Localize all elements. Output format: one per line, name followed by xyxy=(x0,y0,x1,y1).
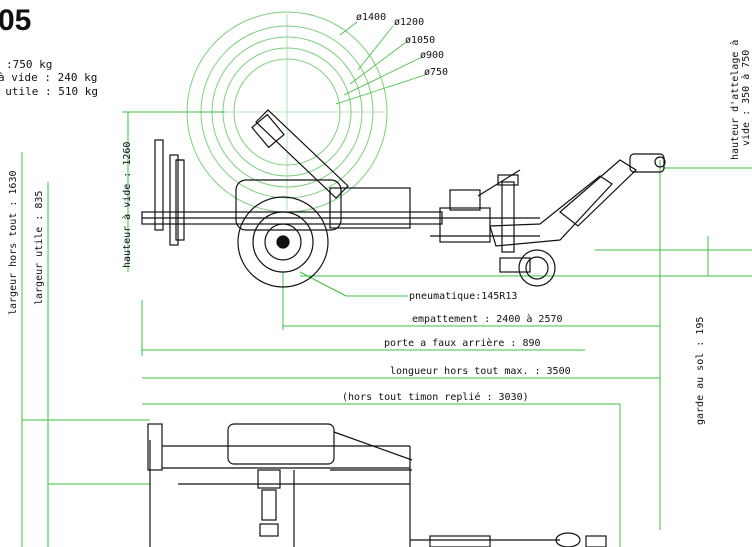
hitch-height-label-line2: vide : 350 à 750 xyxy=(741,49,752,146)
trailer-top-view xyxy=(147,423,607,547)
diameter-1200: ø1200 xyxy=(394,17,425,28)
rear-post xyxy=(154,139,164,231)
overall-width-label: largeur hors tout : 1630 xyxy=(8,170,19,316)
main-wheel xyxy=(237,196,329,288)
reel-body-top xyxy=(227,423,335,465)
weight-empty: à vide : 240 kg xyxy=(0,71,98,84)
diameter-1400: ø1400 xyxy=(356,12,387,23)
diameter-900: ø900 xyxy=(420,50,445,61)
dimension-lines xyxy=(21,111,752,547)
hitch-head xyxy=(629,153,665,173)
diameter-1050: ø1050 xyxy=(405,35,436,46)
jockey-wheel xyxy=(518,249,556,287)
hitch-ball xyxy=(654,156,666,168)
drawbar xyxy=(559,159,637,227)
rear-post-2 xyxy=(169,154,179,246)
overall-length-label: longueur hors tout max. : 3500 xyxy=(390,366,571,377)
weight-total: :750 kg xyxy=(6,58,53,71)
diameter-750: ø750 xyxy=(424,67,449,78)
empty-height-label: hauteur à vide : 1260 xyxy=(122,141,133,268)
rear-overhang-label: porte a faux arrière : 890 xyxy=(384,338,541,349)
folded-length-label: (hors tout timon replié : 3030) xyxy=(342,392,529,403)
usable-width-label: largeur utile : 835 xyxy=(34,190,45,305)
reel-arm xyxy=(255,109,349,199)
trailer-side-view xyxy=(141,109,666,287)
diameter-leaders xyxy=(335,21,426,105)
ground-clearance-label: garde au sol : 195 xyxy=(695,316,706,425)
tyre-label: pneumatique:145R13 xyxy=(409,291,518,302)
jack-stand xyxy=(501,181,515,253)
title-fragment: 05 xyxy=(0,4,32,37)
wheelbase-label: empattement : 2400 à 2570 xyxy=(412,314,563,325)
weight-payload: e utile : 510 kg xyxy=(0,85,98,98)
